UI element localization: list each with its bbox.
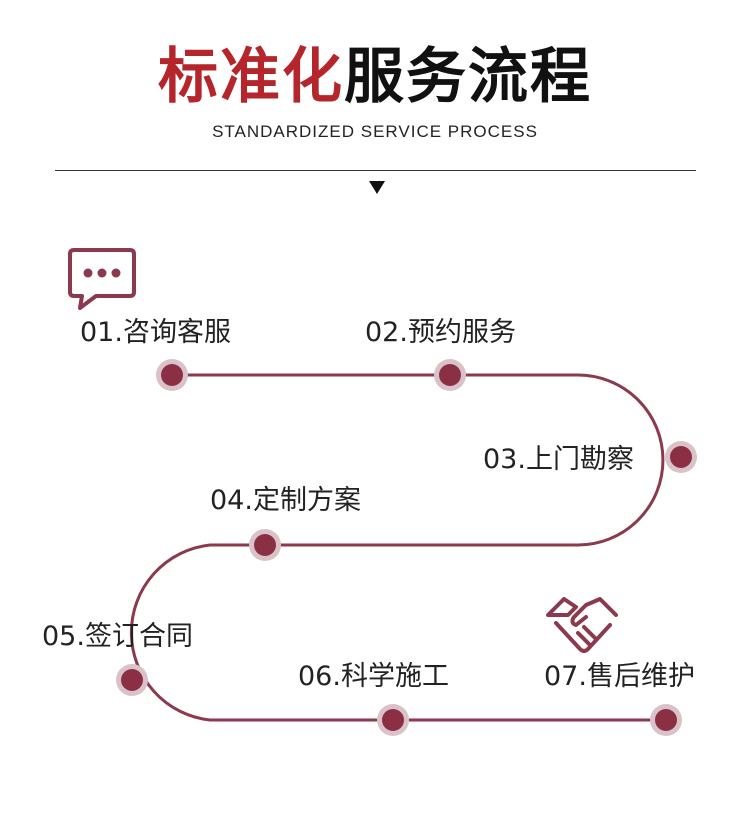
node-06 xyxy=(377,704,409,736)
node-05 xyxy=(116,664,148,696)
title-accent: 标准化 xyxy=(158,42,344,112)
node-04 xyxy=(249,529,281,561)
step-label-06: 06.科学施工 xyxy=(298,661,449,692)
step-label-05: 05.签订合同 xyxy=(42,621,193,652)
step-label-02: 02.预约服务 xyxy=(365,317,516,348)
page-title: 标准化服务流程 xyxy=(0,38,750,116)
chat-bubble-icon xyxy=(68,248,136,310)
node-01 xyxy=(156,359,188,391)
node-02 xyxy=(434,359,466,391)
down-arrow-icon xyxy=(369,181,385,194)
step-label-03: 03.上门勘察 xyxy=(483,444,634,475)
node-03 xyxy=(665,441,697,473)
step-label-01: 01.咨询客服 xyxy=(80,317,231,348)
step-label-04: 04.定制方案 xyxy=(210,485,361,516)
step-label-07: 07.售后维护 xyxy=(544,661,695,692)
handshake-icon xyxy=(546,597,618,653)
node-07 xyxy=(650,704,682,736)
page-subtitle: STANDARDIZED SERVICE PROCESS xyxy=(212,122,538,141)
divider-line xyxy=(55,170,696,171)
title-rest: 服务流程 xyxy=(344,42,592,112)
